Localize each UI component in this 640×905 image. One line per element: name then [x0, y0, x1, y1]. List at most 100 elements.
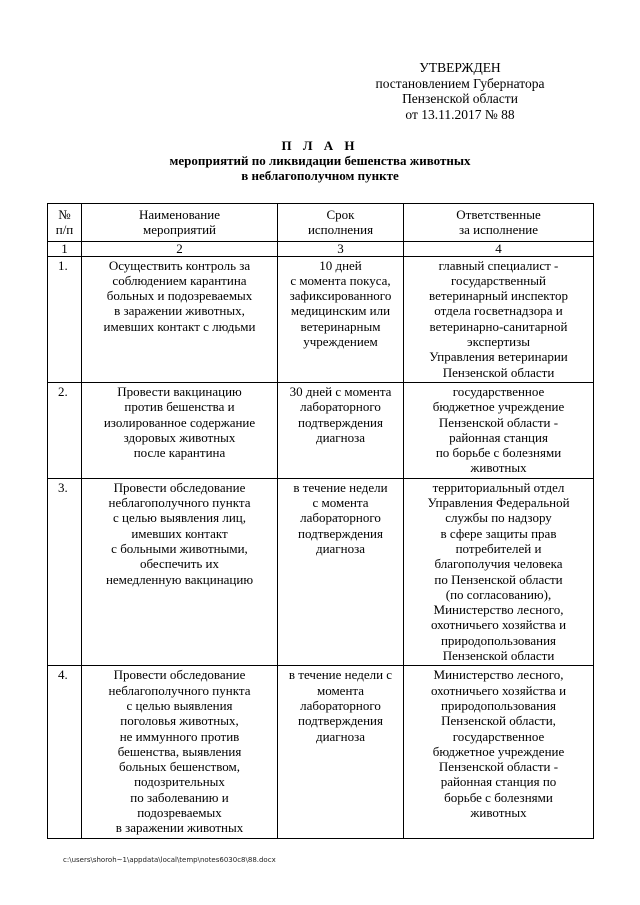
- term-cell-line: лабораторного: [300, 510, 381, 526]
- responsible-cell-line: борьбе с болезнями: [444, 789, 553, 805]
- measure-cell-line: в заражении животных,: [114, 303, 245, 319]
- term-cell-line: подтверждения: [298, 713, 383, 729]
- measure-cell-line: подозреваемых: [137, 804, 222, 820]
- term-cell-line: в течение недели с: [288, 667, 393, 683]
- measure-cell-line: с целью выявления: [126, 697, 233, 713]
- measure-cell-line: неблагополучного пункта: [108, 682, 251, 698]
- term-cell-line: 10 дней: [319, 257, 362, 273]
- responsible-cell-line: потребителей и: [455, 540, 542, 556]
- measure-cell-line: не иммунного против: [119, 728, 240, 744]
- measure-cell-line: здоровых животных: [123, 429, 236, 445]
- responsible-cell-line: государственное: [452, 728, 545, 744]
- term-cell-line: диагноза: [315, 540, 366, 556]
- responsible-cell-line: благополучия человека: [434, 556, 563, 572]
- term-cell-line: с момента: [312, 495, 369, 511]
- measure-cell-line: имевших контакт: [131, 525, 228, 541]
- column-number-cell: 3: [277, 240, 404, 257]
- responsible-cell-line: государственное: [452, 383, 545, 399]
- responsible-cell-line: в сфере защиты прав: [440, 525, 557, 541]
- measure-cell-line: по заболеванию и: [130, 789, 229, 805]
- approval-decree: постановлением Губернатора: [375, 75, 545, 91]
- term-cell-line: лабораторного: [300, 399, 381, 415]
- responsible-cell-line: природопользования: [440, 632, 557, 648]
- term-cell-line: медицинским или: [290, 303, 391, 319]
- term-cell-line: подтверждения: [298, 525, 383, 541]
- header-col-term-line: исполнения: [307, 222, 374, 238]
- responsible-cell: Министерство лесного,охотничьего хозяйст…: [403, 665, 594, 839]
- measure-cell-line: имевших контакт с людьми: [103, 318, 256, 334]
- responsible-cell-line: животных: [470, 460, 527, 476]
- responsible-cell-line: природопользования: [440, 697, 557, 713]
- responsible-cell-line: Управления Федеральной: [427, 495, 570, 511]
- responsible-cell-line: бюджетное учреждение: [432, 743, 565, 759]
- measure-cell-line: Провести обследование: [113, 667, 246, 683]
- approval-block: УТВЕРЖДЕН постановлением Губернатора Пен…: [340, 60, 580, 122]
- measure-cell-line: с целью выявления лиц,: [113, 510, 246, 526]
- responsible-cell-line: Пензенской области: [442, 648, 555, 664]
- measure-cell-line: неблагополучного пункта: [108, 495, 251, 511]
- plan-title: П Л А Н: [281, 138, 359, 153]
- column-number-cell: 1: [47, 240, 82, 257]
- responsible-cell-line: охотничьего хозяйства и: [430, 682, 567, 698]
- responsible-cell-line: Министерство лесного,: [433, 667, 564, 683]
- term-cell-line: в течение недели: [293, 479, 388, 495]
- measure-cell-line: поголовья животных,: [120, 713, 239, 729]
- header-col-responsible-line: Ответственные: [456, 207, 541, 222]
- header-col-number-line: №: [58, 207, 71, 222]
- responsible-cell-line: районная станция: [449, 429, 548, 445]
- responsible-cell-line: экспертизы: [467, 334, 530, 350]
- term-cell-line: 30 дней с момента: [289, 383, 392, 399]
- responsible-cell-line: Министерство лесного,: [433, 602, 564, 618]
- measure-cell-line: Провести вакцинацию: [117, 383, 242, 399]
- responsible-cell-line: службы по надзору: [445, 510, 552, 526]
- footer-file-path: c:\users\shoroh~1\appdata\local\temp\not…: [63, 856, 276, 864]
- responsible-cell-line: (по согласованию),: [445, 586, 552, 602]
- responsible-cell-line: государственный: [451, 272, 546, 288]
- plan-subtitle: мероприятий по ликвидации бешенства живо…: [0, 153, 640, 183]
- responsible-cell-line: по Пензенской области: [434, 571, 563, 587]
- measure-cell-line: больных бешенством,: [119, 759, 240, 775]
- responsible-cell-line: охотничьего хозяйства и: [430, 617, 567, 633]
- term-cell-line: ветеринарным: [300, 318, 381, 334]
- responsible-cell-line: Пензенской области: [442, 364, 555, 380]
- measure-cell-line: обеспечить их: [139, 556, 220, 572]
- responsible-cell-line: районная станция по: [440, 774, 557, 790]
- approval-date-number: от 13.11.2017 № 88: [405, 106, 515, 122]
- measure-cell-line: в заражении животных: [115, 820, 244, 836]
- measure-cell-line: бешенства, выявления: [117, 743, 242, 759]
- responsible-cell-line: ветеринарно-санитарной: [429, 318, 568, 334]
- responsible-cell-line: Пензенской области,: [441, 713, 556, 729]
- responsible-cell-line: Пензенской области -: [438, 759, 559, 775]
- plan-subtitle-line1: мероприятий по ликвидации бешенства живо…: [169, 153, 471, 168]
- responsible-cell-line: территориальный отдел: [432, 479, 565, 495]
- header-col-term-line: Срок: [326, 207, 355, 222]
- plan-subtitle-line2: в неблагополучном пункте: [241, 168, 399, 183]
- responsible-cell-line: по борьбе с болезнями: [435, 445, 562, 461]
- measure-cell-line: немедленную вакцинацию: [105, 571, 254, 587]
- term-cell-line: момента: [316, 682, 365, 698]
- header-col-measure-line: мероприятий: [143, 222, 216, 238]
- approval-heading: УТВЕРЖДЕН: [419, 60, 501, 75]
- responsible-cell-line: бюджетное учреждение: [432, 399, 565, 415]
